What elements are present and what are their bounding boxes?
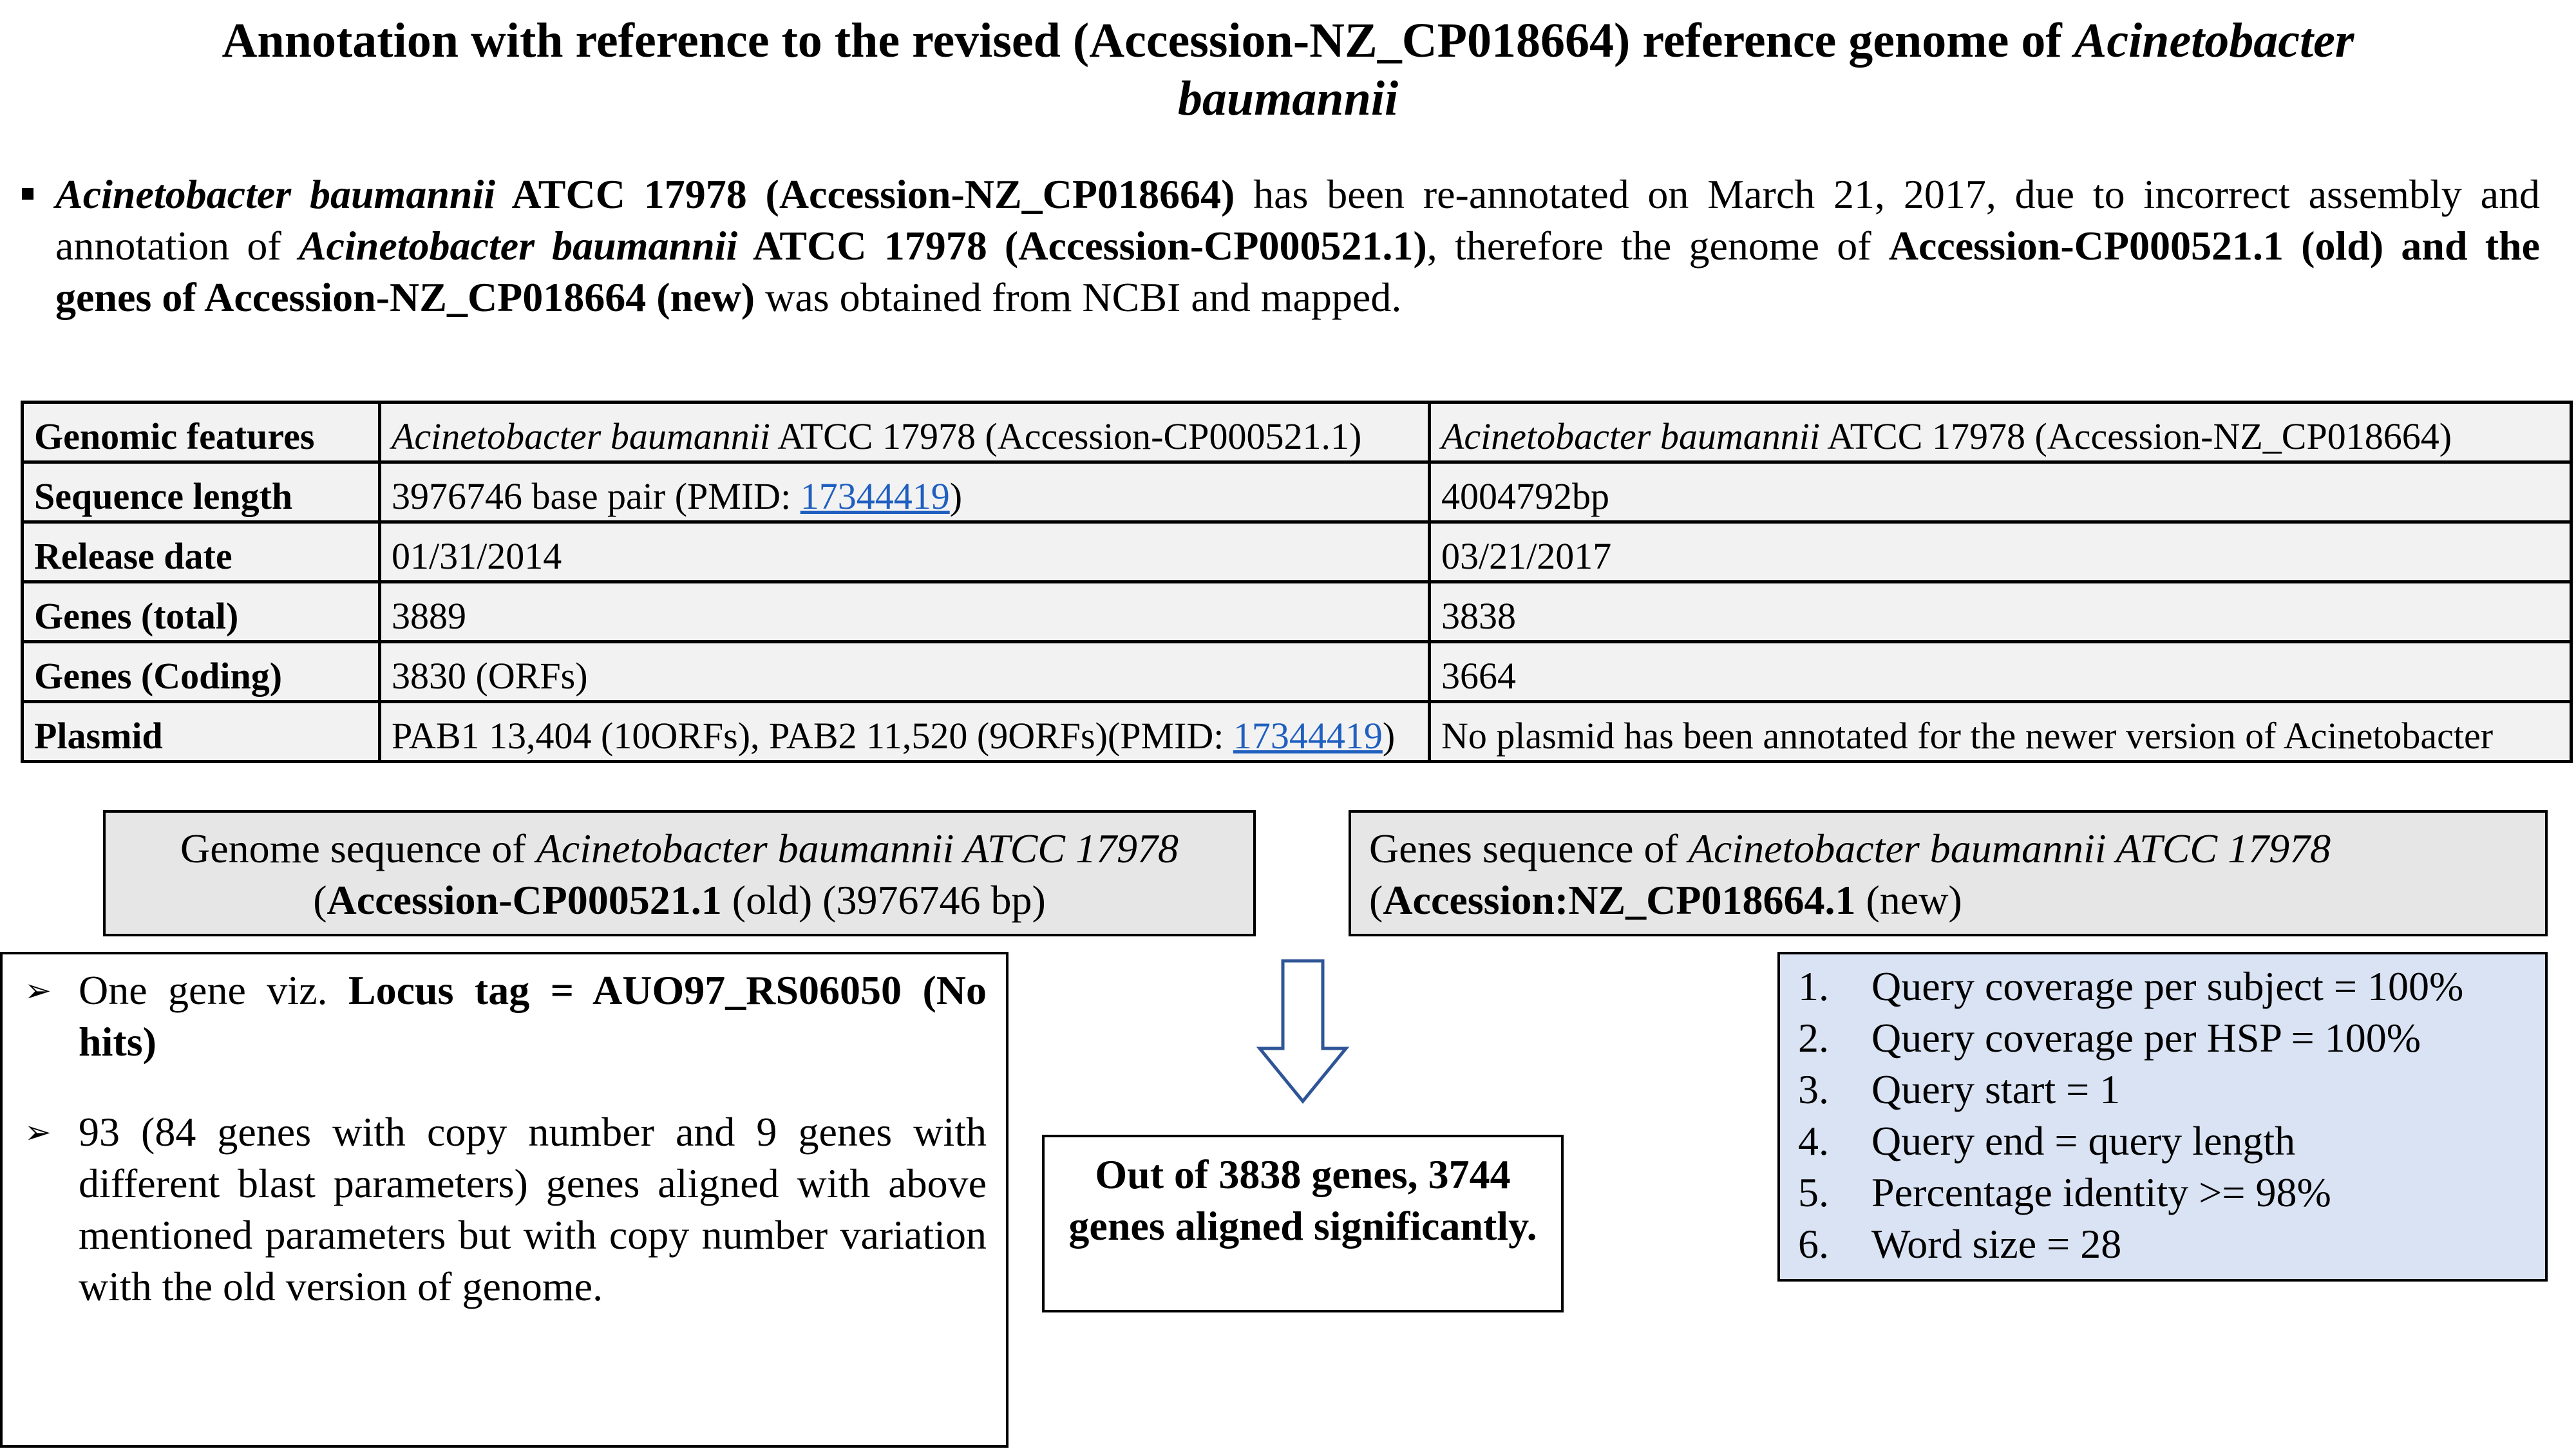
note-1-text: One gene viz. (79, 967, 348, 1013)
genome-features-table: Genomic features Acinetobacter baumannii… (21, 401, 2573, 763)
genes-box-accession: Accession:NZ_CP018664.1 (1383, 877, 1856, 923)
old-cell: 3889 (378, 580, 1431, 643)
parameters-list: 1. Query coverage per subject = 100% 2. Qu… (1798, 961, 2545, 1270)
param-text: Query end = query length (1871, 1118, 2296, 1164)
new-cell: Acinetobacter baumannii ATCC 17978 (Acce… (1428, 401, 2573, 464)
genes-sequence-box: Genes sequence of Acinetobacter baumanni… (1349, 810, 2548, 936)
arrow-bullet-icon: ➢ (24, 1113, 52, 1151)
note-2-text: 93 (84 genes with copy number and 9 gene… (79, 1109, 987, 1309)
title-text: Annotation with reference to the revised… (222, 14, 2074, 68)
down-arrow-icon (1256, 959, 1350, 1104)
param-text: Word size = 28 (1871, 1221, 2122, 1267)
table-row: Genomic features Acinetobacter baumannii… (21, 401, 2573, 464)
intro-paragraph: Acinetobacter baumannii ATCC 17978 (Acce… (22, 169, 2540, 323)
param-number: 4. (1798, 1118, 1829, 1164)
page-title: Annotation with reference to the revised… (64, 12, 2512, 128)
title-organism-species: baumannii (1177, 71, 1399, 126)
pmid-link[interactable]: 17344419 (800, 475, 950, 517)
old-text-post: ) (1382, 715, 1396, 757)
new-accession: ATCC 17978 (Accession-NZ_CP018664) (1819, 415, 2452, 457)
alignment-summary-text: Out of 3838 genes, 3744 genes aligned si… (1068, 1151, 1537, 1249)
row-header: Genomic features (21, 401, 381, 464)
arrow-bullet-icon: ➢ (24, 972, 52, 1009)
blast-parameters-box: 1. Query coverage per subject = 100% 2. Qu… (1777, 952, 2548, 1282)
new-cell: 3838 (1428, 580, 2573, 643)
genes-box-organism: Acinetobacter baumannii ATCC 17978 (1688, 826, 2331, 871)
row-header: Plasmid (21, 700, 381, 763)
genome-box-accession: Accession-CP000521.1 (327, 877, 722, 923)
param-text: Query coverage per subject = 100% (1871, 963, 2464, 1009)
param-number: 5. (1798, 1170, 1829, 1215)
bullet-icon (22, 188, 33, 200)
row-header: Release date (21, 520, 381, 583)
list-item: ➢ 93 (84 genes with copy number and 9 ge… (24, 1106, 987, 1312)
list-item: 4. Query end = query length (1798, 1115, 2545, 1167)
intro-text-1: has been re-annotated on March 21, 2017,… (55, 171, 2541, 269)
note-1-bold: Locus tag = AUO97_RS06050 (No hits) (79, 967, 987, 1065)
alignment-summary-box: Out of 3838 genes, 3744 genes aligned si… (1042, 1135, 1564, 1312)
title-organism: Acinetobacter (2074, 14, 2354, 68)
new-cell: No plasmid has been annotated for the ne… (1428, 700, 2573, 763)
list-item: 1. Query coverage per subject = 100% (1798, 961, 2545, 1012)
old-cell: PAB1 13,404 (10ORFs), PAB2 11,520 (9ORFs… (378, 700, 1431, 763)
old-organism: Acinetobacter baumannii (392, 415, 770, 457)
param-text: Query start = 1 (1871, 1066, 2121, 1112)
genome-box-prefix: Genome sequence of (180, 826, 536, 871)
old-cell: 3830 (ORFs) (378, 640, 1431, 703)
old-text-post: ) (949, 475, 963, 517)
list-item: 6. Word size = 28 (1798, 1218, 2545, 1270)
new-cell: 3664 (1428, 640, 2573, 703)
old-text: 3976746 base pair (PMID: (392, 475, 800, 517)
old-accession: ATCC 17978 (Accession-CP000521.1) (770, 415, 1362, 457)
genome-sequence-box: Genome sequence of Acinetobacter baumann… (103, 810, 1256, 936)
results-notes-box: ➢ One gene viz. Locus tag = AUO97_RS0605… (0, 952, 1009, 1448)
intro-organism-2: Acinetobacter baumannii (298, 223, 738, 269)
genes-box-open: ( (1369, 877, 1383, 923)
param-number: 6. (1798, 1221, 1829, 1267)
list-item: ➢ One gene viz. Locus tag = AUO97_RS0605… (24, 965, 987, 1068)
param-number: 2. (1798, 1015, 1829, 1061)
old-cell: 01/31/2014 (378, 520, 1431, 583)
new-cell: 03/21/2017 (1428, 520, 2573, 583)
table-row: Plasmid PAB1 13,404 (10ORFs), PAB2 11,52… (21, 700, 2573, 763)
param-text: Query coverage per HSP = 100% (1871, 1015, 2421, 1061)
intro-organism: Acinetobacter baumannii (55, 171, 496, 217)
param-number: 1. (1798, 963, 1829, 1009)
list-item: 2. Query coverage per HSP = 100% (1798, 1012, 2545, 1064)
table-row: Sequence length 3976746 base pair (PMID:… (21, 460, 2573, 524)
intro-accession-old: ATCC 17978 (Accession-CP000521.1) (737, 223, 1427, 269)
intro-text-2: , therefore the genome of (1426, 223, 1889, 269)
genome-box-organism: Acinetobacter baumannii ATCC 17978 (536, 826, 1179, 871)
intro-bold-3: Accession-CP000521.1 (old) and the genes… (55, 223, 2541, 320)
old-text: PAB1 13,404 (10ORFs), PAB2 11,520 (9ORFs… (392, 715, 1233, 757)
pmid-link[interactable]: 17344419 (1233, 715, 1383, 757)
old-cell: Acinetobacter baumannii ATCC 17978 (Acce… (378, 401, 1431, 464)
old-cell: 3976746 base pair (PMID: 17344419) (378, 460, 1431, 524)
table-row: Genes (Coding) 3830 (ORFs) 3664 (21, 640, 2573, 703)
param-text: Percentage identity >= 98% (1871, 1170, 2331, 1215)
genes-box-prefix: Genes sequence of (1369, 826, 1689, 871)
param-number: 3. (1798, 1066, 1829, 1112)
table-row: Release date 01/31/2014 03/21/2017 (21, 520, 2573, 583)
list-item: 5. Percentage identity >= 98% (1798, 1167, 2545, 1218)
new-organism: Acinetobacter baumannii (1441, 415, 1820, 457)
row-header: Genes (Coding) (21, 640, 381, 703)
row-header: Genes (total) (21, 580, 381, 643)
list-item: 3. Query start = 1 (1798, 1064, 2545, 1115)
intro-accession-new: ATCC 17978 (Accession-NZ_CP018664) (495, 171, 1235, 217)
genome-box-open: ( (313, 877, 327, 923)
intro-text-3: was obtained from NCBI and mapped. (755, 274, 1402, 320)
genome-box-suffix: (old) (3976746 bp) (721, 877, 1046, 923)
genes-box-suffix: (new) (1855, 877, 1962, 923)
new-cell: 4004792bp (1428, 460, 2573, 524)
row-header: Sequence length (21, 460, 381, 524)
table-row: Genes (total) 3889 3838 (21, 580, 2573, 643)
